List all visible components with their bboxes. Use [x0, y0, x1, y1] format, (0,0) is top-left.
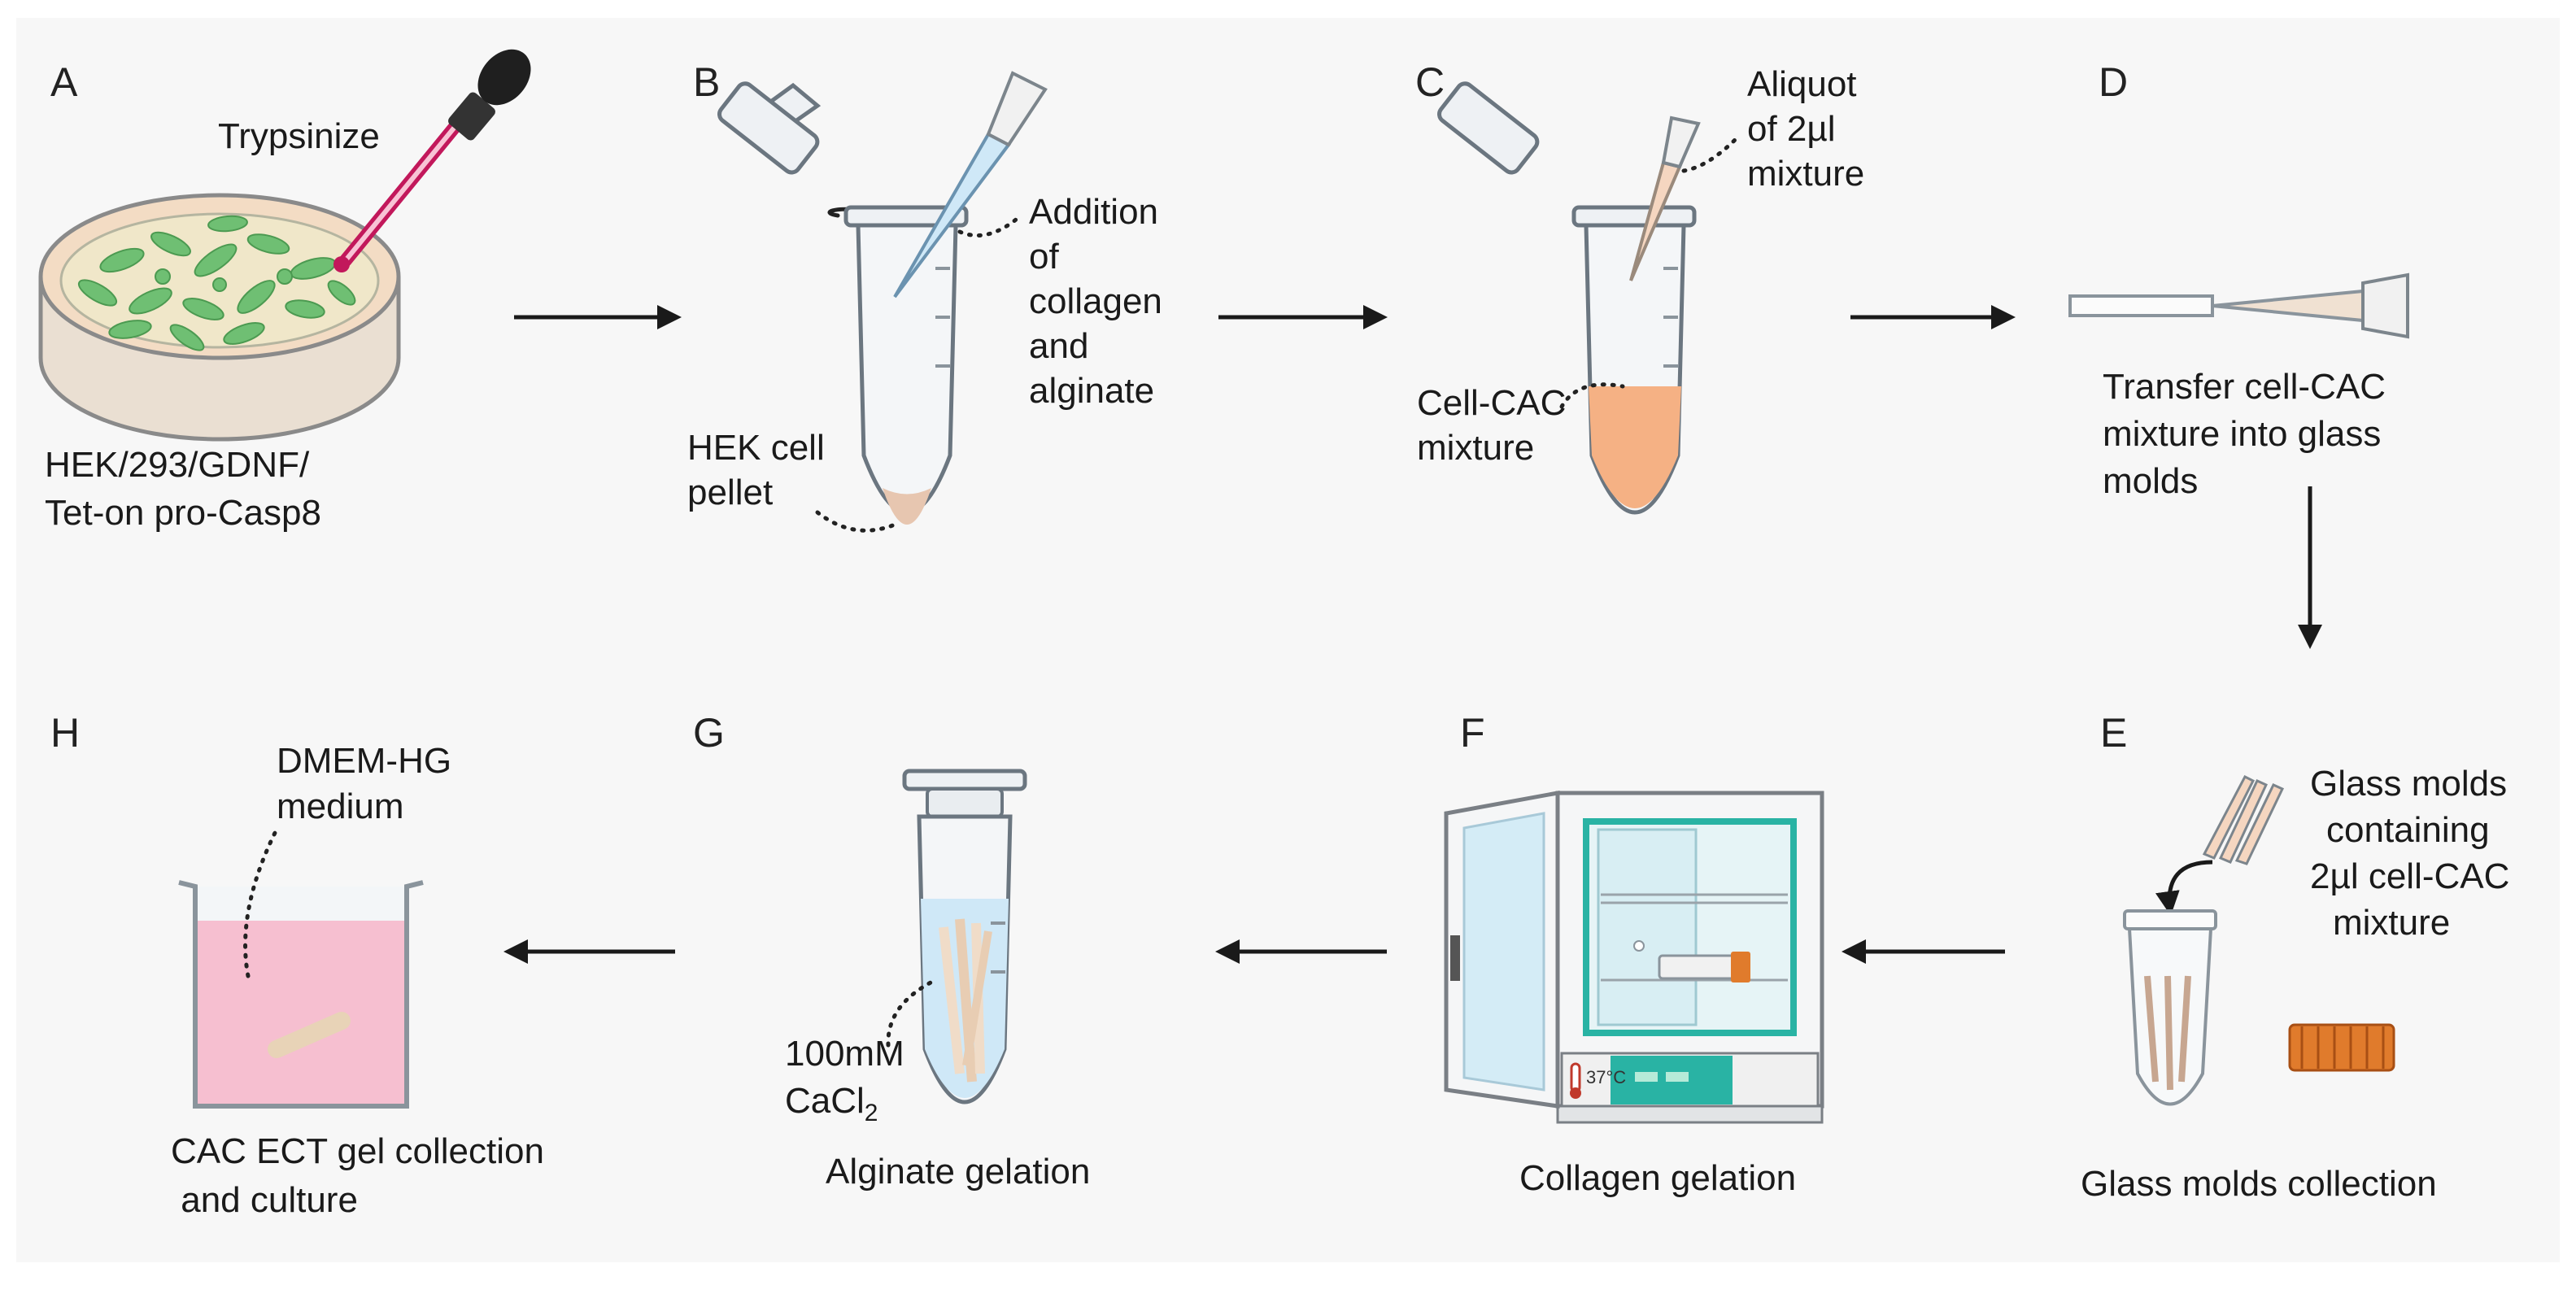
cacl2-label-1: 100mM: [785, 1034, 904, 1074]
cell-line-label-1: HEK/293/GDNF/: [45, 445, 310, 485]
addition-pointer: [957, 213, 1023, 237]
panel-e: E Glass molds containing 2µl cell-CAC mi…: [2081, 710, 2509, 1204]
cacl2-label-2: CaCl2: [785, 1081, 878, 1126]
incubator-door-icon: [1444, 791, 1560, 1109]
temperature-label: 37°C: [1586, 1067, 1626, 1087]
insert-arrow: [2155, 860, 2213, 916]
addition-label-4: and: [1029, 326, 1088, 366]
falcon-tube-icon: [2123, 909, 2217, 1106]
panel-letter-c: C: [1415, 59, 1445, 105]
molds-label-4: mixture: [2333, 903, 2450, 943]
cell-line-label-2: Tet-on pro-Casp8: [45, 493, 321, 533]
panel-letter-a: A: [50, 59, 78, 105]
aliquot-label-3: mixture: [1747, 154, 1864, 194]
aliquot-pointer: [1681, 136, 1739, 173]
addition-label-5: alginate: [1029, 371, 1154, 411]
panel-letter-h: H: [50, 710, 80, 756]
panel-d: D Transfer cell-CAC mixture into glass m…: [2068, 59, 2409, 501]
panel-h-caption-1: CAC ECT gel collection: [171, 1131, 544, 1171]
panel-letter-d: D: [2099, 59, 2128, 105]
panel-letter-g: G: [693, 710, 725, 756]
molds-label-1: Glass molds: [2310, 764, 2507, 804]
mixture-label-2: mixture: [1417, 428, 1534, 468]
transfer-label-2: mixture into glass: [2103, 414, 2381, 454]
molds-label-3: 2µl cell-CAC: [2310, 856, 2509, 896]
mixture-pointer: [1559, 382, 1625, 409]
eppendorf-tube-icon: [717, 81, 969, 525]
panel-letter-f: F: [1460, 710, 1485, 756]
panel-f: F 37°C Collagen gelation: [1444, 710, 1824, 1198]
glass-molds-icon: [2202, 775, 2285, 865]
gel-strands-icon: [939, 918, 992, 1083]
molds-label-2: containing: [2326, 810, 2490, 850]
pipette-tip-icon: [1629, 115, 1701, 281]
transfer-label-3: molds: [2103, 461, 2198, 501]
addition-label-2: of: [1029, 237, 1059, 277]
transfer-label-1: Transfer cell-CAC: [2103, 367, 2386, 407]
aliquot-label-2: of 2µl: [1747, 109, 1836, 149]
panel-c: C Aliquot of 2µl mixture Cell-CAC mixtur…: [1415, 59, 1864, 515]
tube-cap-icon: [2288, 1023, 2395, 1072]
panel-h-caption-2: and culture: [171, 1180, 358, 1220]
pellet-pointer: [815, 510, 897, 533]
incubator-icon: 37°C: [1555, 791, 1824, 1124]
medium-label-2: medium: [277, 786, 404, 826]
panel-a: A Trypsinize: [38, 49, 531, 533]
cacl2-pointer: [886, 978, 938, 1048]
dropper-icon: [333, 49, 531, 272]
mixture-label-1: Cell-CAC: [1417, 383, 1566, 423]
addition-label-3: collagen: [1029, 281, 1162, 321]
panel-g-caption: Alginate gelation: [826, 1152, 1090, 1192]
panel-letter-e: E: [2100, 710, 2127, 756]
trypsinize-label: Trypsinize: [218, 116, 380, 156]
panel-f-caption: Collagen gelation: [1519, 1158, 1796, 1198]
pipette-tip-icon: [893, 71, 1048, 298]
aliquot-label-1: Aliquot: [1747, 64, 1857, 104]
panel-h: H DMEM-HG medium CAC ECT gel collection …: [50, 710, 544, 1220]
eppendorf-tube-icon: [1437, 81, 1697, 515]
beaker-icon: [178, 880, 424, 1109]
panel-e-caption: Glass molds collection: [2081, 1164, 2437, 1204]
pellet-label-1: HEK cell: [687, 428, 825, 468]
panel-b: B Addition of collagen and alginate HEK …: [687, 59, 1162, 533]
eppendorf-tube-icon: [902, 769, 1027, 1104]
glass-mold-icon: [2068, 272, 2409, 339]
panel-letter-b: B: [693, 59, 720, 105]
pellet-label-2: pellet: [687, 473, 773, 512]
medium-label-1: DMEM-HG: [277, 741, 451, 781]
gel-icon: [268, 1012, 351, 1058]
addition-label-1: Addition: [1029, 192, 1158, 232]
panel-g: G 100mM CaCl2 Alginate gelation: [693, 710, 1090, 1192]
cells-icon: [77, 215, 356, 351]
medium-pointer: [243, 827, 279, 978]
petri-dish-icon: [38, 193, 401, 442]
